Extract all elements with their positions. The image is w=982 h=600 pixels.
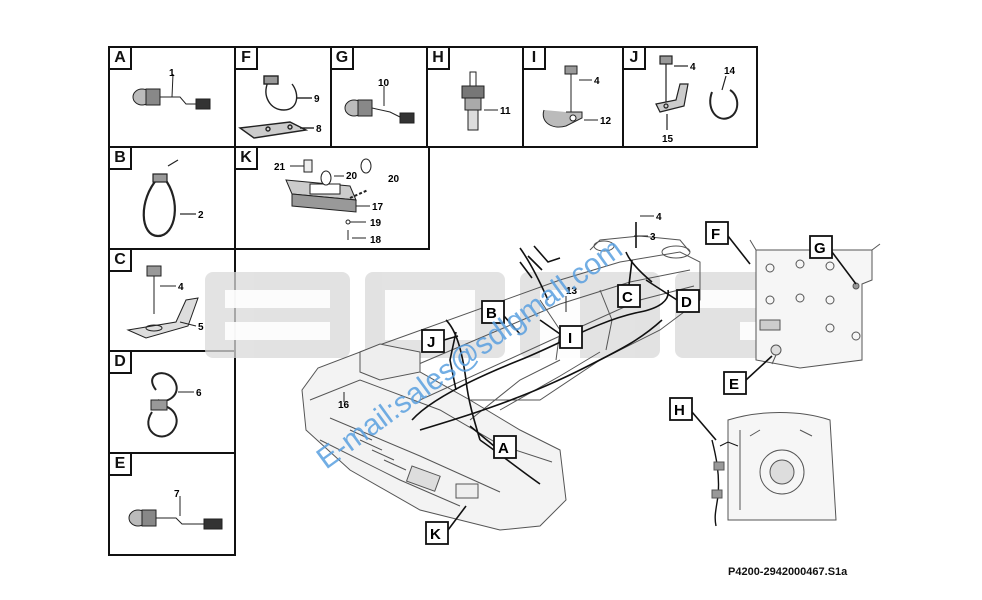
main-tag-a: A <box>498 440 509 457</box>
panel-b-callout: 2 <box>198 210 204 221</box>
panel-k-lamp-housing <box>285 158 372 240</box>
main-tag-i: I <box>568 330 572 347</box>
panel-e: E <box>108 452 236 556</box>
panel-h-callout: 11 <box>500 106 511 117</box>
panel-k-callout-20a: 20 <box>346 171 358 182</box>
panel-a-sensor <box>132 73 211 110</box>
main-callout-4: 4 <box>656 212 662 223</box>
machine-frame <box>301 235 701 531</box>
detail-tags <box>669 221 833 421</box>
main-tag-c: C <box>622 289 633 306</box>
panel-k-tag: K <box>236 148 258 170</box>
panel-f-callout-8: 8 <box>316 124 322 135</box>
detail-tag-f: F <box>711 226 720 243</box>
panel-j: J <box>622 46 758 148</box>
panel-b-tag: B <box>110 148 132 170</box>
main-tag-d: D <box>681 294 692 311</box>
panel-k-callout-20b: 20 <box>388 174 400 185</box>
panel-h-tag: H <box>428 48 450 70</box>
panel-a-tag: A <box>110 48 132 70</box>
main-callout-13: 13 <box>566 286 578 297</box>
panel-k-callout-19: 19 <box>370 218 382 229</box>
panel-c-tag: C <box>110 250 132 272</box>
panel-g-tag: G <box>332 48 354 70</box>
main-tag-j: J <box>427 334 435 351</box>
panel-g-callout: 10 <box>378 78 390 89</box>
panel-j-bracket <box>655 55 739 130</box>
panel-f-tag: F <box>236 48 258 70</box>
panel-k: K <box>234 146 430 250</box>
panel-j-tag: J <box>624 48 646 70</box>
panel-b-cable-tie <box>142 159 196 238</box>
panel-k-callout-18: 18 <box>370 235 382 246</box>
panel-d-double-clamp <box>147 372 194 438</box>
panel-e-callout: 7 <box>174 489 180 500</box>
wiring-harness <box>411 222 669 485</box>
panel-j-callout-4: 4 <box>690 62 696 73</box>
panel-e-sensor <box>128 496 223 530</box>
panel-f-callout-9: 9 <box>314 94 320 105</box>
main-tags <box>421 284 700 545</box>
panel-c-bracket <box>126 265 199 339</box>
main-callout-3: 3 <box>650 232 656 243</box>
detail-tag-e: E <box>729 376 739 393</box>
engine-detail-view <box>711 239 881 527</box>
drawing-code: P4200-2942000467.S1a <box>728 566 848 578</box>
panel-g-sensor <box>344 86 415 124</box>
panel-j-callout-14: 14 <box>724 66 736 77</box>
panel-j-callout-15: 15 <box>662 134 674 145</box>
main-tag-b: B <box>486 305 497 322</box>
panel-d-tag: D <box>110 352 132 374</box>
detail-tag-g: G <box>814 240 826 257</box>
panel-i-tag: I <box>524 48 546 70</box>
panel-k-callout-21: 21 <box>274 162 286 173</box>
panel-e-tag: E <box>110 454 132 476</box>
main-callout-16: 16 <box>338 400 350 411</box>
panel-i-bolt-clamp <box>542 65 598 128</box>
panel-c-callout-5: 5 <box>198 322 204 333</box>
panel-c-callout-4: 4 <box>178 282 184 293</box>
panel-i-callout-12: 12 <box>600 116 612 127</box>
detail-tag-h: H <box>674 402 685 419</box>
panel-i-callout-4: 4 <box>594 76 600 87</box>
panel-a-callout: 1 <box>169 68 175 79</box>
main-tag-k: K <box>430 526 441 543</box>
panel-d-callout: 6 <box>196 388 202 399</box>
panel-k-callout-17: 17 <box>372 202 384 213</box>
panel-h-sender <box>461 71 498 131</box>
panel-f-clamp <box>238 75 314 139</box>
